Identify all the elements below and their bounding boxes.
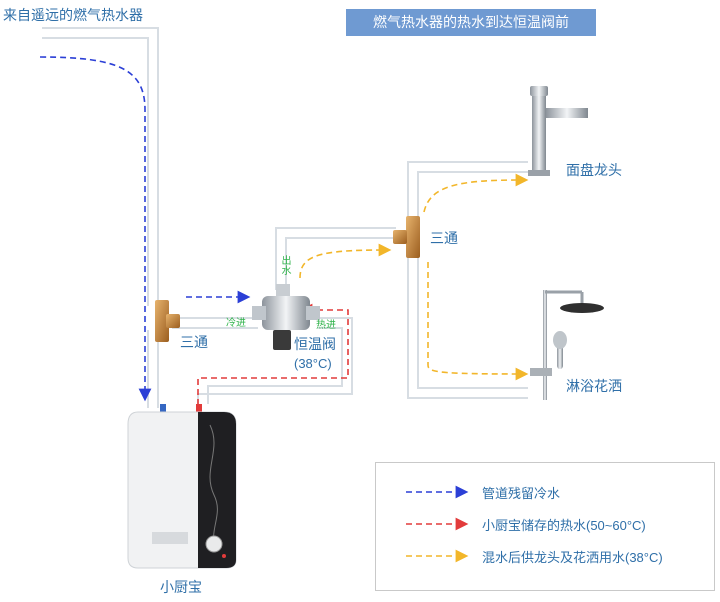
tee-right-label: 三通 (430, 230, 458, 246)
valve-hot-inlet-pipe (197, 317, 353, 404)
heater-label: 小厨宝 (160, 579, 202, 595)
mixed-flow-shower (427, 262, 529, 381)
basin-faucet-image (528, 86, 588, 176)
port-out-label: 出水 (279, 255, 290, 275)
thermostatic-valve (252, 284, 320, 350)
valve-out-pipe (275, 227, 396, 290)
basin-faucet-label: 面盘龙头 (566, 162, 622, 178)
source-pipe-outer (42, 27, 159, 306)
shower-label: 淋浴花洒 (566, 378, 622, 394)
water-heater-image (127, 404, 237, 569)
legend-mixed-text: 混水后供龙头及花洒用水(38°C) (482, 550, 663, 565)
legend-box: 管道残留冷水 小厨宝储存的热水(50~60°C) 混水后供龙头及花洒用水(38°… (375, 462, 715, 591)
legend-cold-text: 管道残留冷水 (482, 486, 561, 501)
port-hot-label: 热进 (316, 320, 336, 331)
tee-left-fitting (155, 300, 180, 342)
legend-hot-text: 小厨宝储存的热水(50~60°C) (482, 518, 646, 533)
source-label: 来自遥远的燃气热水器 (3, 7, 143, 23)
cold-flow-main (39, 56, 152, 402)
page-title: 燃气热水器的热水到达恒温阀前 (346, 9, 596, 36)
right-riser-pipe (407, 161, 528, 238)
mixed-flow-basin (423, 173, 529, 213)
valve-temp-label: (38°C) (294, 356, 332, 371)
tee-left-label: 三通 (180, 334, 208, 350)
right-down-pipe (407, 250, 528, 399)
pipes (42, 27, 528, 408)
cold-link-pipe (172, 317, 258, 329)
shower-set-image (530, 290, 604, 400)
port-cold-label: 冷进 (226, 318, 246, 329)
mixed-flow-up (299, 243, 392, 279)
flows (39, 56, 529, 405)
valve-label: 恒温阀 (294, 336, 336, 352)
source-pipe-inner (42, 37, 149, 306)
tee-right-fitting (393, 216, 420, 258)
